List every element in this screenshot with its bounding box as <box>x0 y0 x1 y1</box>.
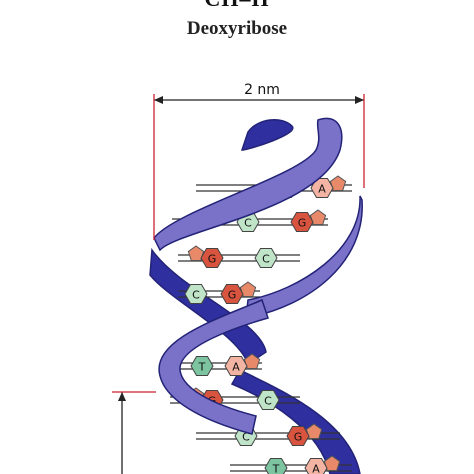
base-letter-left: C <box>192 289 200 302</box>
purine-ring-icon <box>329 175 347 191</box>
base-ring-icon <box>190 356 214 376</box>
back-strand-upper <box>240 119 294 151</box>
purine-ring-icon <box>239 281 257 297</box>
width-arrow-right-head <box>355 96 364 104</box>
front-strand-upper <box>153 117 343 252</box>
purine-ring-icon <box>243 353 261 369</box>
base-ring-icon <box>184 284 208 304</box>
base-ring-icon <box>220 284 244 304</box>
pitch-dimension <box>112 391 156 474</box>
purine-ring-icon <box>323 455 341 471</box>
base-ring-icon <box>304 458 328 474</box>
pitch-arrow-head <box>118 392 126 401</box>
base-letter-left: C <box>242 431 250 444</box>
purine-ring-icon <box>305 423 323 439</box>
partial-header-text: CH–H <box>0 0 474 12</box>
base-letter-right: A <box>318 183 326 196</box>
base-letter-right: A <box>312 463 320 474</box>
base-letter-right: G <box>228 289 237 302</box>
base-letter-left: C <box>244 217 252 230</box>
base-ring-icon <box>224 356 248 376</box>
base-letter-left: T <box>272 463 280 474</box>
base-letter-right: A <box>232 361 240 374</box>
base-ring-icon <box>264 458 288 474</box>
base-ring-icon <box>310 178 334 198</box>
front-strand-cross <box>158 298 269 435</box>
base-letter-left: G <box>208 253 217 266</box>
base-letter-right: C <box>264 395 272 408</box>
width-arrow-left-head <box>154 96 163 104</box>
base-letter-right: G <box>298 217 307 230</box>
purine-ring-icon <box>187 245 205 261</box>
base-letter-right: C <box>262 253 270 266</box>
width-label: 2 nm <box>244 82 280 98</box>
base-ring-icon <box>256 390 280 410</box>
front-strand <box>153 117 363 435</box>
diagram-title: Deoxyribose <box>186 18 288 39</box>
base-ring-icon <box>290 212 314 232</box>
base-letter-left: T <box>198 361 206 374</box>
width-dimension: 2 nm <box>153 82 365 240</box>
base-ring-icon <box>286 426 310 446</box>
base-ring-icon <box>200 248 224 268</box>
base-letter-right: G <box>294 431 303 444</box>
purine-ring-icon <box>309 209 327 225</box>
base-ring-icon <box>254 248 278 268</box>
